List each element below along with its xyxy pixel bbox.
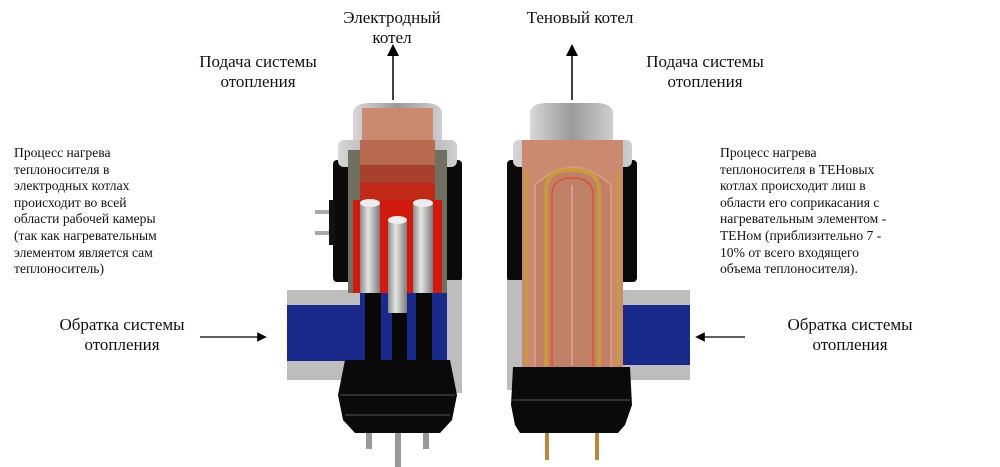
electrode-boiler — [287, 103, 462, 467]
supply-label-left: Подача системы отопления — [160, 52, 356, 92]
electrode-rod — [413, 203, 433, 293]
label-line: Обратка системы — [59, 315, 185, 334]
desc-line: ТЕНом (приблизительно 7 - — [720, 227, 882, 243]
electrode-rod — [388, 220, 407, 313]
return-label-left: Обратка системы отопления — [22, 315, 222, 355]
desc-line: происходит во всей — [14, 194, 127, 210]
label-line: Обратка системы — [787, 315, 913, 334]
desc-line: теплоноситель) — [14, 261, 105, 277]
desc-line: теплоносителя в ТЕНовых — [720, 161, 875, 177]
title-line: котел — [372, 28, 412, 47]
label-line: отопления — [220, 72, 296, 91]
desc-line: теплоносителя в — [14, 161, 110, 177]
label-line: отопления — [84, 335, 160, 354]
desc-line: области рабочей камеры — [14, 211, 156, 227]
supply-label-right: Подача системы отопления — [607, 52, 803, 92]
ten-heating-element — [544, 167, 601, 367]
desc-line: электродных котлах — [14, 178, 130, 194]
electrode-boiler-title: Электродный котел — [312, 8, 472, 48]
label-line: Подача системы — [199, 52, 317, 71]
desc-line: области его соприкасания с — [720, 194, 880, 210]
desc-line: котлах происходит лиш в — [720, 178, 866, 194]
desc-line: 10% от всего входящего — [720, 244, 860, 260]
ten-description: Процесс нагрева теплоносителя в ТЕНовых … — [720, 145, 886, 278]
ten-boiler — [507, 103, 690, 460]
ten-boiler-title: Теновый котел — [526, 8, 634, 27]
electrode-rod — [360, 203, 380, 293]
desc-line: объема теплоносителя). — [720, 261, 858, 277]
desc-line: Процесс нагрева — [14, 145, 111, 160]
label-line: отопления — [812, 335, 888, 354]
desc-line: (так как нагревательным — [14, 227, 157, 243]
desc-line: элементом является сам — [14, 244, 153, 260]
desc-line: Процесс нагрева — [720, 145, 817, 160]
desc-line: нагревательным элементом - — [720, 211, 887, 227]
title-line: Электродный — [343, 8, 441, 27]
label-line: Подача системы — [646, 52, 764, 71]
electrode-description: Процесс нагрева теплоносителя в электрод… — [14, 145, 157, 278]
label-line: отопления — [667, 72, 743, 91]
return-label-right: Обратка системы отопления — [750, 315, 950, 355]
